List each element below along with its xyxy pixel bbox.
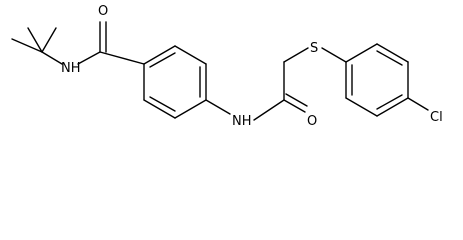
atom-label-s: S bbox=[310, 41, 318, 56]
bond bbox=[283, 47, 309, 63]
bond bbox=[149, 96, 176, 112]
atom-label-cl: Cl bbox=[430, 110, 443, 125]
bond bbox=[143, 99, 176, 119]
bond bbox=[345, 97, 378, 117]
atom-labels: O NH NH O S Cl bbox=[61, 4, 443, 129]
bond bbox=[407, 97, 429, 111]
bond bbox=[41, 27, 57, 53]
atom-label-o-amide2: O bbox=[307, 114, 317, 129]
bond bbox=[376, 97, 409, 117]
bond bbox=[77, 51, 101, 65]
bond bbox=[41, 51, 63, 65]
bond bbox=[253, 99, 285, 121]
bond bbox=[174, 99, 207, 119]
molecule-canvas: O NH NH O S Cl bbox=[11, 4, 443, 129]
bond bbox=[376, 50, 403, 66]
bond bbox=[345, 43, 378, 63]
bonds bbox=[11, 21, 429, 121]
bond bbox=[27, 27, 43, 53]
bond bbox=[285, 93, 308, 107]
bond bbox=[143, 45, 176, 65]
atom-label-n-amide1: NH bbox=[61, 61, 81, 76]
molecule-diagram: O NH NH O S Cl bbox=[11, 4, 443, 129]
bond bbox=[321, 47, 347, 63]
bond bbox=[205, 99, 231, 115]
bond bbox=[174, 45, 207, 65]
bond bbox=[376, 43, 409, 63]
bond bbox=[283, 99, 306, 113]
bond bbox=[149, 52, 176, 68]
atom-label-o-amide1: O bbox=[98, 4, 108, 19]
atom-label-n-amide2: NH bbox=[232, 114, 252, 129]
bond bbox=[99, 51, 145, 65]
bond bbox=[376, 94, 403, 110]
bond bbox=[11, 38, 43, 53]
